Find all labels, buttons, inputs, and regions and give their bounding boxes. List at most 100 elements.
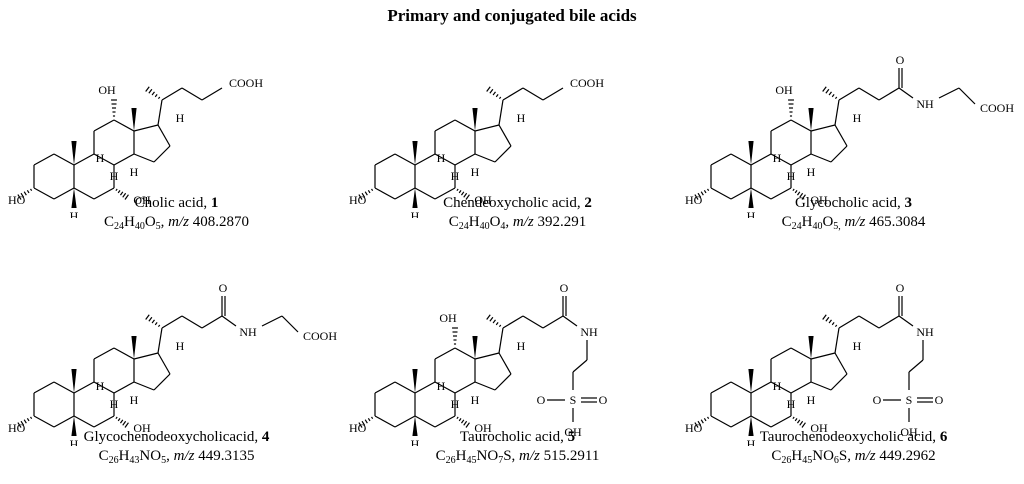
ring-bond bbox=[73, 415, 95, 428]
c3-oh-bond bbox=[17, 188, 33, 200]
ring-bond bbox=[53, 381, 75, 394]
c8-h-label: H bbox=[451, 169, 460, 183]
c7-oh-bond bbox=[115, 416, 129, 428]
glycine-bond bbox=[281, 315, 299, 333]
sulfonyl-o2-label: O bbox=[599, 393, 608, 407]
ring-bond bbox=[434, 119, 456, 132]
ring-bond bbox=[93, 187, 115, 200]
ring-bond bbox=[133, 124, 159, 132]
ring-bond bbox=[454, 119, 476, 132]
ring-bond bbox=[113, 381, 135, 394]
ring-bond bbox=[93, 381, 115, 394]
ring-bond bbox=[414, 415, 436, 428]
sulfonyl-o1-label: O bbox=[873, 393, 882, 407]
compound-name: Taurochenodeoxycholic acid, 6 bbox=[683, 428, 1024, 447]
ring-bond bbox=[454, 153, 476, 166]
carbonyl-o-label: O bbox=[219, 281, 228, 295]
c5-h-label: H bbox=[747, 437, 756, 446]
mz-value: 465.3084 bbox=[865, 214, 926, 230]
ring-bond bbox=[730, 187, 752, 200]
side-chain-bond bbox=[838, 315, 860, 329]
side-chain-bond bbox=[161, 87, 183, 101]
compound-formula: C26H45NO7S, m/z 515.2911 bbox=[435, 448, 600, 466]
ring-bond bbox=[53, 415, 75, 428]
ring-bond bbox=[434, 187, 456, 200]
c19-methyl bbox=[412, 369, 418, 393]
c12-oh-bond bbox=[111, 99, 117, 117]
ring-bond bbox=[394, 187, 416, 200]
side-chain-bond bbox=[522, 315, 544, 329]
ring-bond bbox=[33, 187, 55, 200]
compound-formula: C24H40O5, m/z 465.3084 bbox=[781, 214, 926, 232]
nh-label: NH bbox=[580, 325, 598, 339]
mz-value: 392.291 bbox=[533, 214, 587, 230]
c3-oh-bond bbox=[694, 416, 710, 428]
ring-bond bbox=[834, 352, 848, 375]
ring-bond bbox=[810, 381, 832, 391]
side-chain-bond bbox=[834, 99, 840, 126]
sulfonic-oh-label: OH bbox=[564, 425, 582, 439]
c7-oh-bond bbox=[456, 188, 470, 200]
ring-bond bbox=[454, 381, 476, 394]
ring-bond bbox=[710, 187, 732, 200]
ring-bond bbox=[157, 124, 171, 147]
page-title: Primary and conjugated bile acids bbox=[387, 6, 637, 25]
c18-methyl bbox=[472, 108, 478, 131]
taurine-bond bbox=[908, 359, 924, 373]
mz-label: m/z bbox=[168, 214, 190, 230]
compound-number: 2 bbox=[584, 195, 592, 211]
side-chain-bond bbox=[838, 87, 860, 101]
ring-bond bbox=[730, 415, 752, 428]
side-chain-bond bbox=[858, 87, 880, 101]
c14-h-label: H bbox=[807, 393, 816, 407]
c3-oh-bond bbox=[358, 416, 374, 428]
c17-h-label: H bbox=[517, 111, 526, 125]
ring-bond bbox=[770, 415, 792, 428]
ring-bond bbox=[414, 187, 436, 200]
carbonyl-o-label: O bbox=[560, 281, 569, 295]
ring-bond bbox=[113, 347, 135, 360]
sulfonyl-o2-label: O bbox=[935, 393, 944, 407]
glycine-cooh-label: COOH bbox=[303, 329, 337, 343]
ring-bond bbox=[434, 381, 456, 394]
c3-ho-label: HO bbox=[349, 193, 367, 207]
side-chain-bond bbox=[522, 87, 544, 101]
side-chain-bond bbox=[181, 87, 203, 101]
nh-label: NH bbox=[916, 325, 934, 339]
c8-h-label: H bbox=[787, 169, 796, 183]
compound-number: 3 bbox=[904, 195, 913, 211]
cooh-label: COOH bbox=[229, 76, 263, 90]
ring-bond bbox=[414, 153, 436, 166]
amide-bond bbox=[898, 87, 914, 99]
ring-bond bbox=[93, 119, 115, 132]
c7-oh-label: OH bbox=[474, 193, 492, 207]
c5-h-label: H bbox=[70, 437, 79, 446]
c5-h-bond bbox=[412, 416, 418, 436]
compound-number: 6 bbox=[939, 429, 948, 445]
c14-h-label: H bbox=[130, 393, 139, 407]
ring-bond bbox=[53, 187, 75, 200]
c3-oh-bond bbox=[358, 188, 374, 200]
ring-bond bbox=[53, 153, 75, 166]
sulfur-label: S bbox=[906, 393, 913, 407]
nh-label: NH bbox=[916, 97, 934, 111]
c14-h-label: H bbox=[471, 165, 480, 179]
c21-methyl bbox=[486, 314, 502, 328]
ring-bond bbox=[133, 153, 155, 163]
c17-h-label: H bbox=[517, 339, 526, 353]
sulfonic-oh-label: OH bbox=[900, 425, 918, 439]
ring-bond bbox=[113, 153, 135, 166]
c19-methyl bbox=[71, 141, 77, 165]
sulfonyl-o1-label: O bbox=[537, 393, 546, 407]
c19-methyl bbox=[71, 369, 77, 393]
c7-oh-label: OH bbox=[810, 421, 828, 435]
ring-bond bbox=[770, 347, 792, 360]
